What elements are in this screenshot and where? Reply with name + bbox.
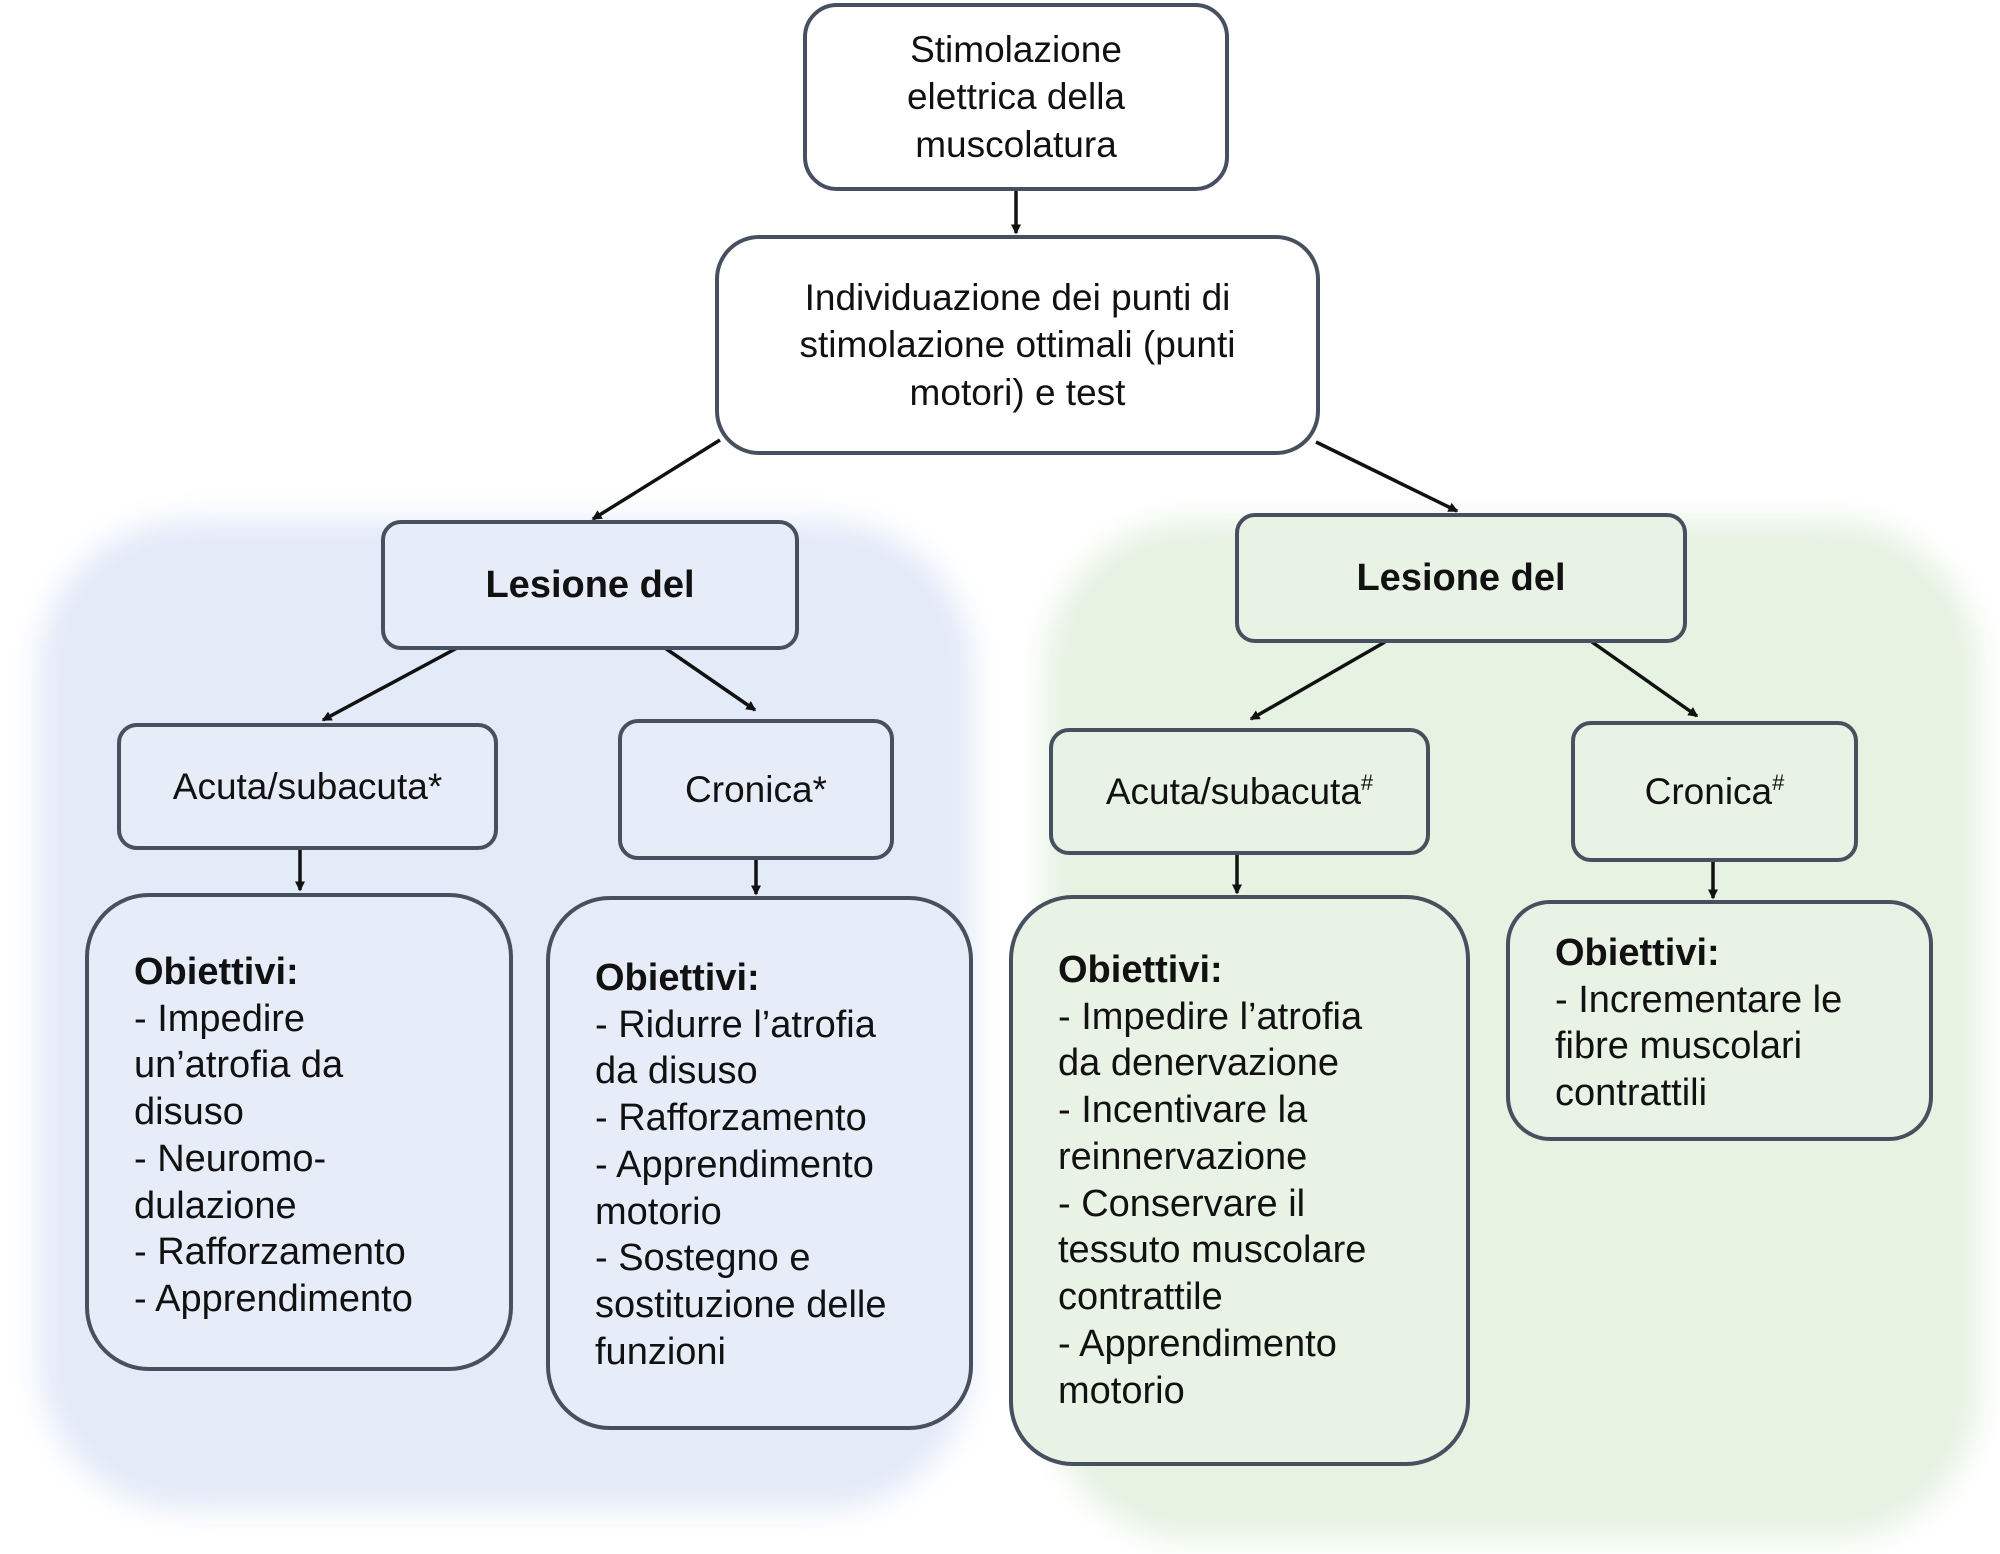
objective-line: motorio [595, 1190, 722, 1233]
phase-box-acute-left: Acuta/subacuta* [117, 723, 498, 850]
objective-line: funzioni [595, 1330, 726, 1373]
lesion-label: Lesione del [1356, 556, 1566, 599]
objective-line: - Impedire l’atrofia [1058, 995, 1363, 1038]
objective-line: contrattili [1555, 1072, 1708, 1115]
objective-line: - Ridurre l’atrofia [595, 1003, 876, 1046]
objective-line: - Incentivare la [1058, 1089, 1308, 1132]
objectives-box-chronic-left: Obiettivi: - Ridurre l’atrofia da disuso… [546, 896, 973, 1430]
mid-box-line: stimolazione ottimali (punti [799, 324, 1236, 366]
top-box-line: elettrica della [906, 76, 1125, 118]
objective-line: un’atrofia da [134, 1044, 344, 1087]
phase-label-mark: # [1772, 769, 1785, 795]
objective-line: contrattile [1058, 1276, 1223, 1319]
objective-line: - Apprendimento [134, 1278, 413, 1321]
objectives-title: Obiettivi: [134, 951, 299, 993]
objectives-title: Obiettivi: [1555, 932, 1720, 974]
lesion-box-left: Lesione del [381, 520, 799, 650]
phase-box-chronic-right: Cronica# [1571, 721, 1858, 862]
objectives-title: Obiettivi: [595, 957, 760, 999]
objective-line: - Neuromo- [134, 1137, 327, 1180]
phase-box-chronic-left: Cronica* [618, 719, 894, 860]
objective-line: - Incrementare le [1555, 978, 1843, 1021]
objective-line: fibre muscolari [1555, 1025, 1803, 1068]
phase-box-acute-right: Acuta/subacuta# [1049, 728, 1430, 855]
objective-line: da denervazione [1058, 1042, 1339, 1085]
objectives-box-acute-left: Obiettivi: - Impedire un’atrofia da disu… [85, 893, 513, 1371]
objective-line: motorio [1058, 1369, 1185, 1412]
objective-line: - Sostegno e [595, 1237, 811, 1280]
objectives-title: Obiettivi: [1058, 949, 1223, 991]
objective-line: - Conservare il [1058, 1182, 1306, 1225]
objective-line: - Rafforzamento [134, 1231, 406, 1274]
mid-box-line: Individuazione dei punti di [804, 276, 1231, 318]
objective-line: disuso [134, 1091, 244, 1134]
phase-label-mark: # [1360, 769, 1374, 795]
objectives-box-chronic-right: Obiettivi: - Incrementare le fibre musco… [1506, 900, 1933, 1141]
objective-line: sostituzione delle [595, 1284, 887, 1327]
top-box-line: muscolatura [915, 123, 1117, 165]
objective-line: tessuto muscolare [1058, 1229, 1367, 1272]
objective-line: - Apprendimento [595, 1143, 874, 1186]
objective-line: da disuso [595, 1050, 758, 1093]
top-box-stimolazione: Stimolazione elettrica della muscolatura [803, 3, 1229, 191]
phase-label: Cronica* [685, 768, 827, 810]
mid-box-individuazione: Individuazione dei punti di stimolazione… [715, 235, 1320, 455]
phase-label: Cronica# [1645, 768, 1785, 815]
objective-line: - Rafforzamento [595, 1097, 867, 1140]
objective-line: - Apprendimento [1058, 1322, 1337, 1365]
objectives-box-acute-right: Obiettivi: - Impedire l’atrofia da dener… [1009, 895, 1470, 1466]
objective-line: reinnervazione [1058, 1135, 1308, 1178]
mid-box-line: motori) e test [909, 371, 1126, 413]
objective-line: - Impedire [134, 997, 306, 1040]
phase-label: Acuta/subacuta# [1106, 768, 1373, 815]
arrow-mid-to-lesion-right [1315, 440, 1459, 513]
phase-label-text: Acuta/subacuta [1105, 770, 1361, 812]
top-box-line: Stimolazione [910, 28, 1122, 70]
lesion-box-right: Lesione del [1235, 513, 1687, 643]
objective-line: dulazione [134, 1184, 297, 1227]
arrow-mid-to-lesion-left [591, 438, 721, 521]
phase-label-text: Cronica [1644, 770, 1773, 812]
phase-label: Acuta/subacuta* [172, 765, 443, 807]
lesion-label: Lesione del [485, 563, 695, 606]
